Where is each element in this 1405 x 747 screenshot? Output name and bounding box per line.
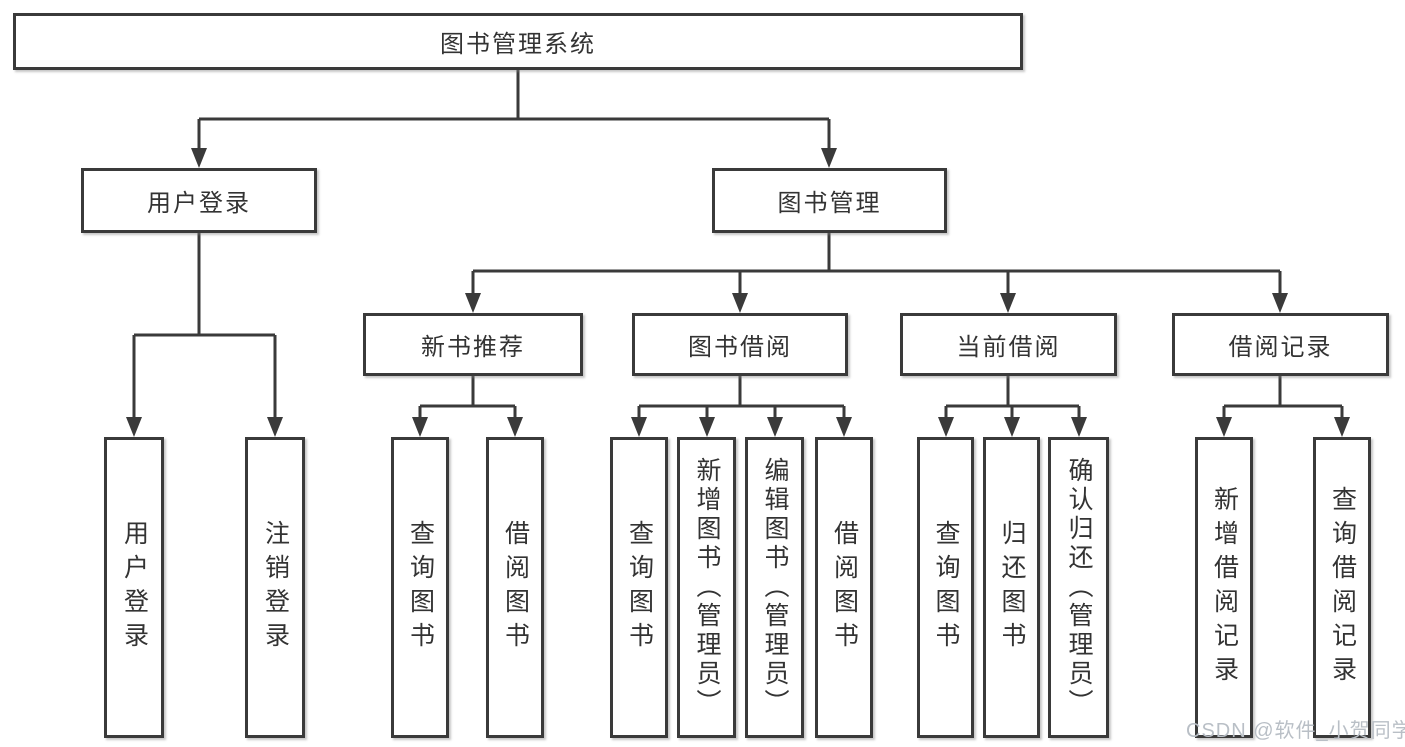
leaf-logout-label: 注销登录 [261,519,290,656]
leaf-query-books-borrow-label: 查询图书 [625,519,654,656]
leaf-user-login-label: 用户登录 [120,519,149,656]
leaf-query-borrow-record-label: 查询借阅记录 [1328,485,1357,690]
leaf-return-book: 归还图书 [983,437,1040,738]
leaf-query-books-borrow: 查询图书 [610,437,668,738]
leaf-logout: 注销登录 [245,437,305,738]
leaf-add-book-admin: 新增图书（管理员） [677,437,736,738]
node-borrow-records: 借阅记录 [1172,313,1389,376]
node-new-book-recommend: 新书推荐 [363,313,583,376]
node-book-borrow: 图书借阅 [632,313,848,376]
leaf-query-books-recommend: 查询图书 [391,437,449,738]
node-book-management: 图书管理 [712,168,947,233]
leaf-user-login: 用户登录 [104,437,164,738]
leaf-query-books-current-label: 查询图书 [932,519,960,656]
leaf-edit-book-admin: 编辑图书（管理员） [745,437,804,738]
leaf-borrow-books-recommend: 借阅图书 [486,437,544,738]
leaf-query-books-recommend-label: 查询图书 [406,519,435,656]
node-user-login: 用户登录 [81,168,317,233]
leaf-borrow-books: 借阅图书 [815,437,873,738]
leaf-confirm-return-admin-label: 确认归还（管理员） [1065,457,1093,718]
leaf-query-borrow-record: 查询借阅记录 [1313,437,1371,738]
leaf-add-borrow-record: 新增借阅记录 [1195,437,1253,738]
leaf-borrow-books-label: 借阅图书 [830,519,859,656]
leaf-borrow-books-recommend-label: 借阅图书 [501,519,530,656]
node-root: 图书管理系统 [13,13,1023,70]
csdn-watermark: CSDN @软件_小贺同学 [1186,720,1405,742]
leaf-return-book-label: 归还图书 [998,519,1026,656]
node-current-borrow: 当前借阅 [900,313,1117,376]
leaf-edit-book-admin-label: 编辑图书（管理员） [761,457,789,718]
leaf-query-books-current: 查询图书 [917,437,974,738]
leaf-add-book-admin-label: 新增图书（管理员） [693,457,721,718]
leaf-confirm-return-admin: 确认归还（管理员） [1048,437,1109,738]
leaf-add-borrow-record-label: 新增借阅记录 [1210,485,1239,690]
